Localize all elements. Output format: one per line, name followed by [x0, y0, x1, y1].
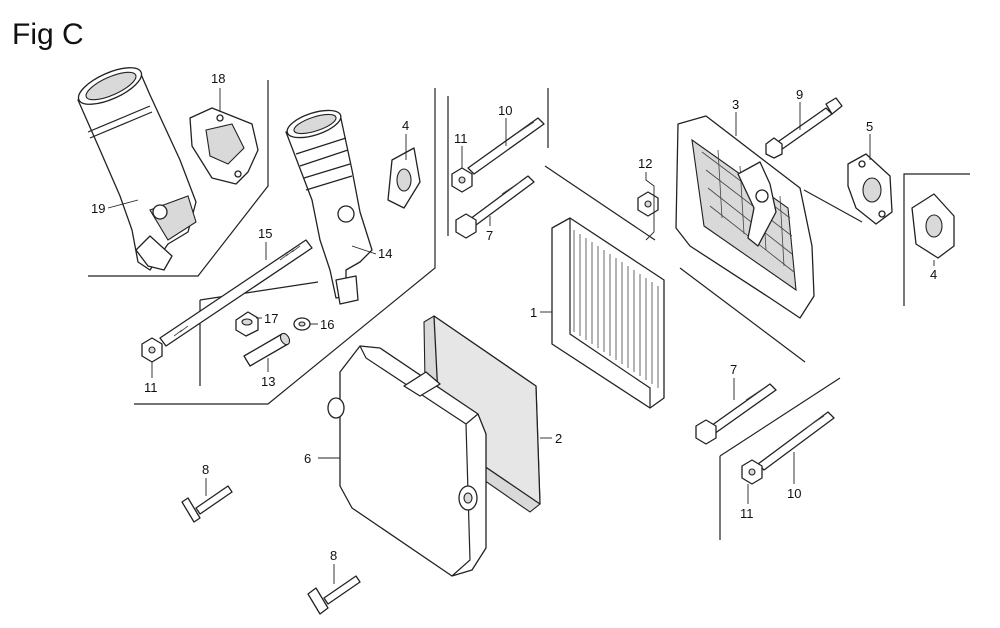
part-13-spacer [243, 332, 291, 367]
callout-2: 2 [555, 431, 562, 446]
part-8-bolt-upper [181, 485, 233, 523]
part-7-bolt-top [455, 175, 535, 239]
callout-12: 12 [638, 156, 652, 171]
part-16-washer [293, 317, 311, 331]
part-6-air-cleaner-cover [327, 345, 487, 577]
callout-11-top: 11 [454, 131, 468, 146]
part-12-nut [637, 191, 659, 217]
part-7-bolt-lower [695, 383, 777, 445]
part-9-breather-bolt [765, 97, 843, 159]
callout-4-right: 4 [930, 267, 937, 282]
callout-18: 18 [211, 71, 225, 86]
callout-15: 15 [258, 226, 272, 241]
callout-7-top: 7 [486, 228, 493, 243]
part-11-nut-left [141, 337, 163, 363]
part-10-stud-lower [757, 411, 835, 471]
part-5-gasket [847, 153, 893, 225]
part-11-nut-lower [741, 459, 763, 485]
section-dividers [88, 80, 970, 540]
part-15-long-stud [159, 239, 313, 347]
part-3-air-cleaner-base [675, 115, 815, 319]
part-4-gasket-left [387, 147, 421, 209]
callout-4-left: 4 [402, 118, 409, 133]
callout-3: 3 [732, 97, 739, 112]
part-17-nut [235, 311, 259, 337]
callout-8-lower: 8 [330, 548, 337, 563]
callout-11-left: 11 [144, 380, 158, 395]
callout-16: 16 [320, 317, 334, 332]
figure-title: Fig C [12, 18, 84, 51]
part-8-bolt-lower [307, 575, 361, 615]
part-19-intake-elbow [77, 67, 197, 271]
callout-5: 5 [866, 119, 873, 134]
callout-10-top: 10 [498, 103, 512, 118]
callout-17: 17 [264, 311, 278, 326]
part-14-elbow-boot [285, 109, 373, 305]
callout-8-upper: 8 [202, 462, 209, 477]
callout-1: 1 [530, 305, 537, 320]
callout-11-lower: 11 [740, 506, 754, 521]
callout-7-lower: 7 [730, 362, 737, 377]
leader-lines [107, 88, 935, 584]
part-11-nut-top [451, 167, 473, 193]
callout-10-lower: 10 [787, 486, 801, 501]
callout-labels: 18 19 4 14 15 17 16 11 13 10 11 7 12 3 9… [91, 71, 937, 563]
callout-6: 6 [304, 451, 311, 466]
callout-19: 19 [91, 201, 105, 216]
part-4-gasket-right [911, 193, 955, 259]
part-1-filter-element [551, 217, 665, 409]
callout-9: 9 [796, 87, 803, 102]
callout-13: 13 [261, 374, 275, 389]
callout-14: 14 [378, 246, 392, 261]
part-18-gasket [189, 107, 259, 185]
